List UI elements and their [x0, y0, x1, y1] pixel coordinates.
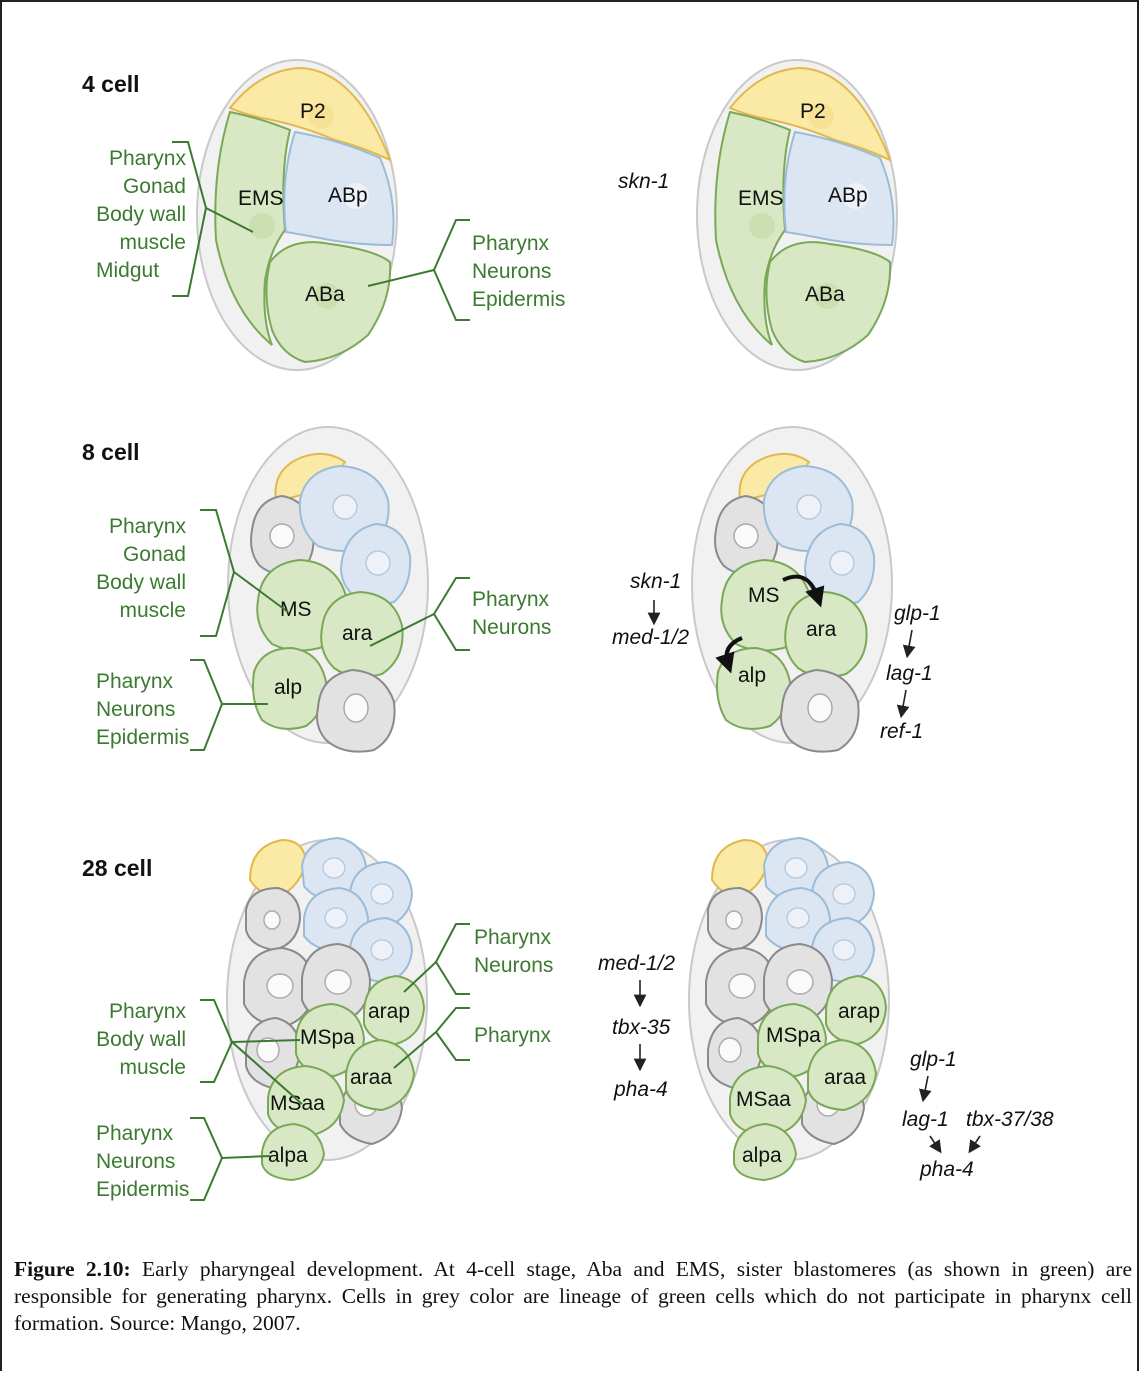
fate-bracket-alpa-28 — [190, 1118, 270, 1200]
fate-ara8-1: Neurons — [472, 616, 551, 639]
cell-label-ms-8-right: MS — [748, 584, 780, 607]
cell-label-alpa-28-right: alpa — [742, 1144, 782, 1167]
gene-tbx35-28: tbx-35 — [612, 1016, 671, 1039]
fate-ems4-3: muscle — [119, 231, 186, 254]
caption-label: Figure 2.10: — [14, 1257, 131, 1281]
pathway-glp1-28: glp-1 lag-1 tbx-37/38 pha-4 — [902, 1048, 1054, 1181]
embryo-4-cell-left: P2 EMS ABp ABa — [197, 60, 397, 370]
cell-label-p2-right: P2 — [800, 100, 826, 123]
cell-label-ems: EMS — [238, 187, 284, 210]
fate-alpa28-0: Pharynx — [96, 1122, 174, 1145]
pathway-med12-28: med-1/2 tbx-35 pha-4 — [598, 952, 675, 1101]
cell-label-alp-8: alp — [274, 676, 302, 699]
cell-label-ara-8-right: ara — [806, 618, 837, 641]
fate-ems4-4: Midgut — [96, 259, 159, 282]
cell-label-alpa-28: alpa — [268, 1144, 308, 1167]
fate-ms28-0: Pharynx — [109, 1000, 187, 1023]
stage-label-8-cell: 8 cell — [82, 439, 140, 465]
gene-ref1-8: ref-1 — [880, 720, 923, 743]
fate-list-aba-4: Pharynx Neurons Epidermis — [472, 232, 565, 311]
fate-alpa28-2: Epidermis — [96, 1178, 189, 1201]
gene-tbx3738-28: tbx-37/38 — [966, 1108, 1054, 1131]
cell-label-abp-right: ABp — [828, 184, 868, 207]
embryo-28-cell-left: arap MSpa araa MSaa alpa — [227, 838, 427, 1180]
caption-text: Early pharyngeal development. At 4-cell … — [14, 1257, 1132, 1335]
fate-ms8-2: Body wall — [96, 571, 186, 594]
pathway-skn1-8: skn-1 med-1/2 — [612, 570, 689, 649]
fate-alp8-2: Epidermis — [96, 726, 189, 749]
cell-label-aba-right: ABa — [805, 283, 845, 306]
cell-label-araa-28-right: araa — [824, 1066, 866, 1089]
gene-glp1-8: glp-1 — [894, 602, 941, 625]
embryo-8-cell-right: MS ara alp — [692, 427, 892, 752]
fate-alpa28-1: Neurons — [96, 1150, 175, 1173]
gene-pha4-28a: pha-4 — [613, 1078, 668, 1101]
fate-araa28-0: Pharynx — [474, 1024, 552, 1047]
fate-arap28-1: Neurons — [474, 954, 553, 977]
fate-list-ms-8: Pharynx Gonad Body wall muscle — [96, 515, 186, 622]
cell-label-arap-28-right: arap — [838, 1000, 880, 1023]
cell-label-mspa-28-right: MSpa — [766, 1024, 821, 1047]
fate-ems4-0: Pharynx — [109, 147, 187, 170]
fate-ms8-0: Pharynx — [109, 515, 187, 538]
gene-med12-8: med-1/2 — [612, 626, 689, 649]
gene-skn1-8: skn-1 — [630, 570, 681, 593]
fate-list-alpa-28: Pharynx Neurons Epidermis — [96, 1122, 189, 1201]
fate-ems4-1: Gonad — [123, 175, 186, 198]
gene-med12-28: med-1/2 — [598, 952, 675, 975]
cell-label-alp-8-right: alp — [738, 664, 766, 687]
fate-ms8-1: Gonad — [123, 543, 186, 566]
fate-list-ms-28: Pharynx Body wall muscle — [96, 1000, 186, 1079]
embryo-4-cell-right: P2 EMS ABp ABa — [697, 60, 897, 370]
gene-skn1-4cell: skn-1 — [618, 170, 669, 193]
gene-pha4-28b: pha-4 — [919, 1158, 974, 1181]
fate-list-alp-8: Pharynx Neurons Epidermis — [96, 670, 189, 749]
gene-lag1-8: lag-1 — [886, 662, 933, 685]
stage-label-28-cell: 28 cell — [82, 855, 152, 881]
cell-label-arap-28: arap — [368, 1000, 410, 1023]
pharynx-development-diagram: 4 cell 8 cell 28 cell P2 EMS ABp ABa Pha… — [0, 0, 1141, 1230]
fate-ara8-0: Pharynx — [472, 588, 550, 611]
stage-label-4-cell: 4 cell — [82, 71, 140, 97]
gene-lag1-28: lag-1 — [902, 1108, 949, 1131]
fate-ms28-1: Body wall — [96, 1028, 186, 1051]
fate-list-ems-4: Pharynx Gonad Body wall muscle Midgut — [96, 147, 186, 282]
fate-list-arap-28: Pharynx Neurons — [474, 926, 553, 977]
fate-ms28-2: muscle — [119, 1056, 186, 1079]
cell-label-ems-right: EMS — [738, 187, 784, 210]
cell-label-msaa-28: MSaa — [270, 1092, 325, 1115]
cell-label-araa-28: araa — [350, 1066, 392, 1089]
cell-label-msaa-28-right: MSaa — [736, 1088, 791, 1111]
cell-label-p2: P2 — [300, 100, 326, 123]
fate-list-ara-8: Pharynx Neurons — [472, 588, 551, 639]
cell-label-aba: ABa — [305, 283, 345, 306]
figure-caption: Figure 2.10: Early pharyngeal developmen… — [14, 1256, 1132, 1337]
cell-label-ara-8: ara — [342, 622, 373, 645]
fate-aba4-1: Neurons — [472, 260, 551, 283]
fate-ems4-2: Body wall — [96, 203, 186, 226]
fate-arap28-0: Pharynx — [474, 926, 552, 949]
fate-alp8-0: Pharynx — [96, 670, 174, 693]
cell-label-abp: ABp — [328, 184, 368, 207]
fate-alp8-1: Neurons — [96, 698, 175, 721]
fate-aba4-0: Pharynx — [472, 232, 550, 255]
embryo-28-cell-right: arap MSpa araa MSaa alpa — [689, 838, 889, 1180]
fate-ms8-3: muscle — [119, 599, 186, 622]
cell-label-mspa-28: MSpa — [300, 1026, 355, 1049]
gene-glp1-28: glp-1 — [910, 1048, 957, 1071]
fate-aba4-2: Epidermis — [472, 288, 565, 311]
